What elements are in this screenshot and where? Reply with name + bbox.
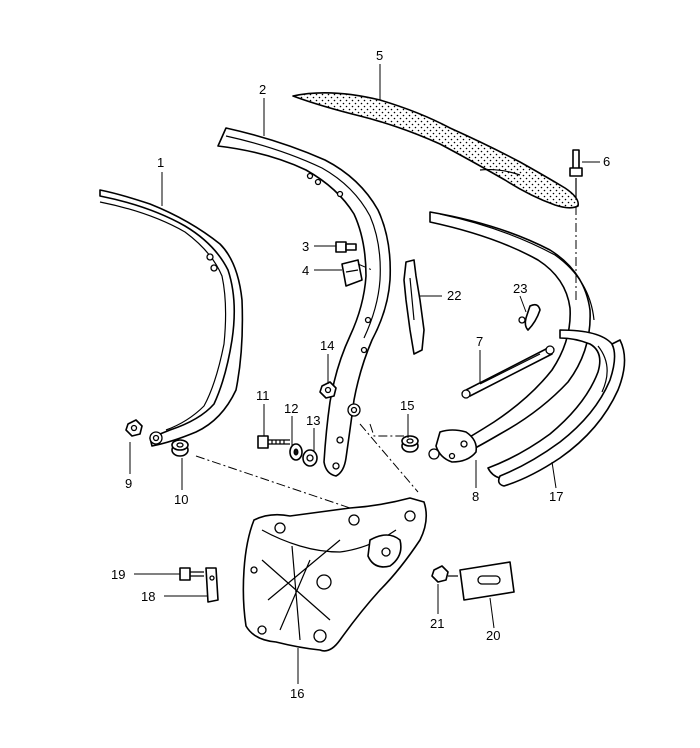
callout-2: 2: [259, 82, 266, 97]
assembly-lines: [195, 206, 577, 509]
part-11-bolt: [257, 435, 290, 449]
part-20-plate: [459, 561, 515, 601]
callout-10: 10: [174, 492, 188, 507]
part-5-seal-strip: [292, 92, 580, 209]
callout-15: 15: [400, 398, 414, 413]
part-12-washer: [289, 443, 303, 461]
callout-labels: 1 2 3 4 5 6 7 8 9 10 11 12 13 14 15 16 1…: [111, 48, 610, 701]
part-15-bushing: [401, 435, 419, 453]
callout-20: 20: [486, 628, 500, 643]
callout-11: 11: [256, 388, 270, 403]
callout-5: 5: [376, 48, 383, 63]
leader-lines: [129, 64, 600, 684]
callout-17: 17: [549, 489, 563, 504]
part-7-strut: [461, 345, 555, 399]
part-23-clip: [518, 303, 541, 331]
callout-12: 12: [284, 401, 298, 416]
part-19-screw: [179, 567, 204, 581]
part-10-bushing: [171, 439, 189, 457]
callout-4: 4: [302, 263, 309, 278]
callout-3: 3: [302, 239, 309, 254]
part-13-washer: [302, 449, 318, 467]
part-16-main-console: [242, 497, 428, 652]
part-3-bolt: [335, 241, 357, 253]
part-21-nut: [431, 565, 458, 583]
callout-13: 13: [306, 413, 320, 428]
part-1-frame-bow: [99, 189, 244, 447]
callout-23: 23: [513, 281, 527, 296]
callout-16: 16: [290, 686, 304, 701]
callout-1: 1: [157, 155, 164, 170]
part-18-clip: [205, 567, 219, 603]
callout-7: 7: [476, 334, 483, 349]
part-6-pin: [569, 149, 583, 200]
part-8-rear-bow: [428, 211, 595, 463]
callout-22: 22: [447, 288, 461, 303]
callout-21: 21: [430, 616, 444, 631]
callout-9: 9: [125, 476, 132, 491]
part-17-seal-bow: [487, 329, 626, 487]
callout-8: 8: [472, 489, 479, 504]
part-2-main-frame: [217, 127, 392, 477]
callout-18: 18: [141, 589, 155, 604]
part-22-cover: [403, 259, 425, 355]
callout-6: 6: [603, 154, 610, 169]
callout-19: 19: [111, 567, 125, 582]
part-14-nut: [319, 381, 337, 399]
part-9-nut: [125, 419, 143, 437]
part-4-bracket: [341, 259, 363, 287]
callout-14: 14: [320, 338, 334, 353]
